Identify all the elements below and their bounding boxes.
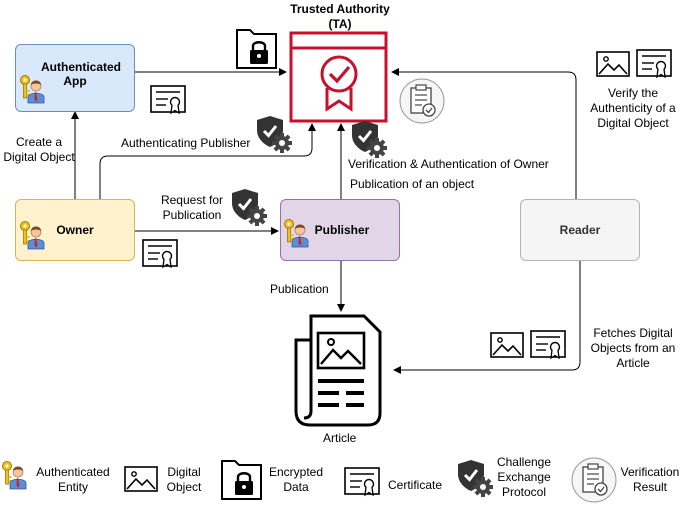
legend-label: Encrypted Data (268, 465, 324, 494)
edge-label-fetches: Fetches Digital Objects from an Article (590, 326, 676, 370)
certificate-icon (530, 330, 566, 359)
node-label-trusted-authority: Trusted Authority (TA) (290, 2, 390, 31)
node-publisher: Publisher (280, 199, 400, 261)
challenge-exchange-icon (255, 114, 294, 155)
edge-label-verification-owner: Verification & Authentication of Owner (348, 157, 549, 171)
certificate-icon (636, 49, 672, 78)
edge-label-create: Create a Digital Object (3, 135, 75, 164)
authenticated-entity-icon (284, 219, 309, 248)
legend-label: Digital Object (166, 465, 202, 494)
challenge-exchange-icon (230, 187, 269, 228)
node-owner: Owner (15, 199, 135, 261)
authenticated-entity-icon (20, 221, 45, 250)
authenticated-entity-icon (20, 75, 45, 104)
certificate-icon (150, 85, 186, 114)
authenticated-entity-icon (2, 461, 27, 490)
edge-reader-to-ta (391, 68, 577, 199)
edge-label-request: Request for Publication (160, 193, 224, 222)
encrypted-data-icon (220, 459, 263, 501)
verification-result-icon (399, 78, 445, 124)
verification-result-icon (571, 457, 617, 503)
certificate-icon (344, 467, 380, 496)
legend-label: Verification Result (620, 465, 680, 494)
node-label: Owner (56, 223, 94, 237)
legend-label: Certificate (388, 478, 443, 492)
node-label-article: Article (323, 431, 357, 445)
digital-object-icon (596, 51, 630, 77)
challenge-exchange-icon (350, 119, 389, 160)
edge-owner-to-ta (99, 123, 316, 199)
digital-object-icon (124, 466, 158, 492)
edge-label-publication-object: Publication of an object (350, 177, 475, 191)
node-reader: Reader (520, 199, 640, 261)
encrypted-data-icon (235, 28, 278, 70)
challenge-exchange-icon (456, 458, 495, 499)
certificate-icon (142, 239, 178, 268)
node-label: Authenticated App (41, 60, 122, 88)
node-authenticated-app: Authenticated App (15, 44, 135, 112)
digital-object-icon (490, 332, 524, 358)
edge-label-publication: Publication (270, 282, 329, 296)
edge-label-verify-authenticity: Verify the Authenticity of a Digital Obj… (590, 86, 676, 130)
node-label: Publisher (314, 223, 370, 237)
trusted-authority-icon (289, 31, 388, 123)
edge-label-authenticating-publisher: Authenticating Publisher (121, 136, 251, 150)
legend-label: Authenticated Entity (36, 465, 110, 494)
edge-reader-to-article (393, 261, 581, 374)
node-label: Reader (559, 223, 601, 237)
article-icon (294, 314, 382, 427)
legend-label: Challenge Exchange Protocol (496, 455, 552, 499)
